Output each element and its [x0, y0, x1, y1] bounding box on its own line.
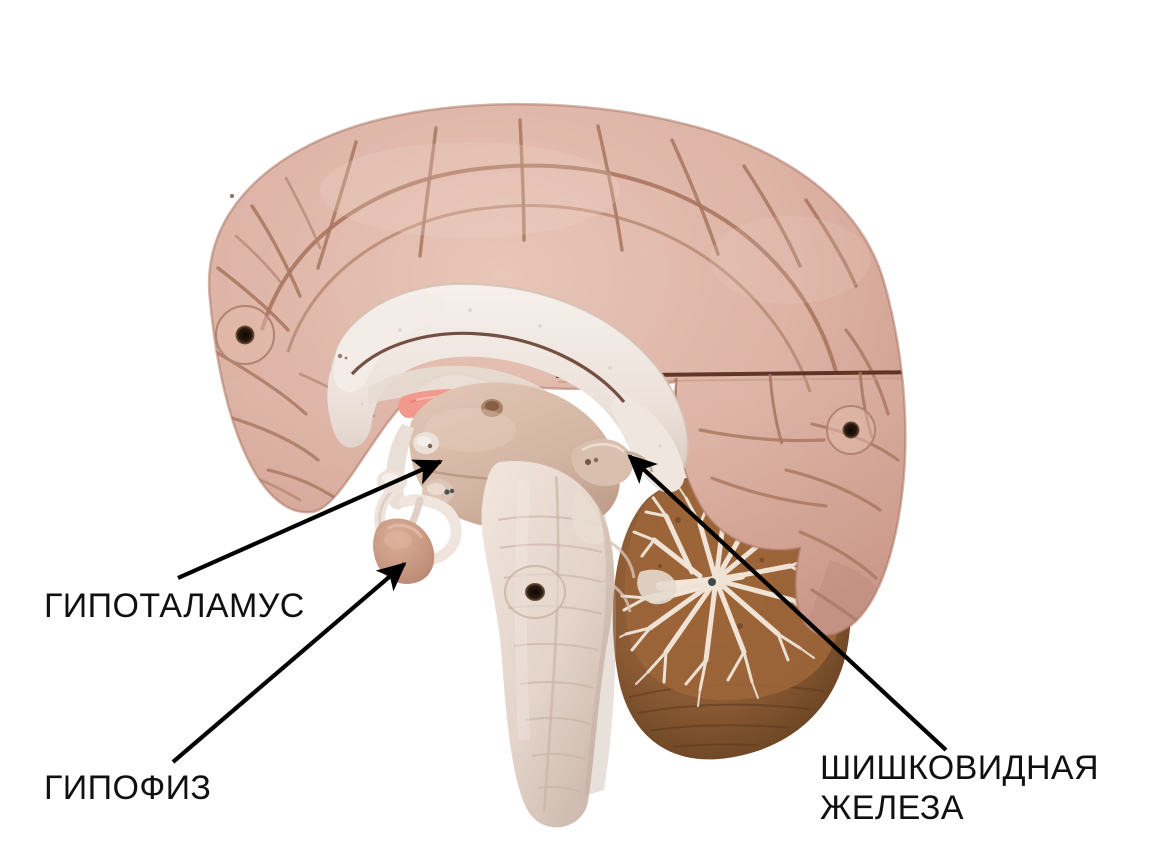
model-seam-line [555, 370, 906, 378]
label-pineal-line-1: ШИШКОВИДНАЯ [820, 749, 1099, 787]
leader-line-pineal [627, 454, 948, 752]
cerebellum [612, 471, 852, 760]
pineal-gland [571, 439, 654, 487]
mounting-peg-hole-frontal [215, 305, 275, 365]
surface-speck [230, 194, 234, 198]
label-pineal-line-2: ЖЕЛЕЗА [820, 789, 964, 827]
mounting-peg-hole [504, 565, 566, 619]
mammillary-body [422, 479, 454, 505]
thalamus-and-hypothalamus [385, 382, 620, 532]
leader-line-hypothalamus [177, 459, 443, 580]
corpus-callosum [327, 282, 689, 493]
brainstem [481, 460, 636, 828]
pituitary-gland-body [373, 518, 435, 584]
fornix [398, 389, 621, 482]
label-hypothalamus: ГИПОТАЛАМУС [44, 587, 305, 625]
mounting-peg-hole-occipital [826, 405, 876, 455]
label-hypophysis: ГИПОФИЗ [44, 769, 212, 807]
pituitary-complex [373, 469, 462, 584]
